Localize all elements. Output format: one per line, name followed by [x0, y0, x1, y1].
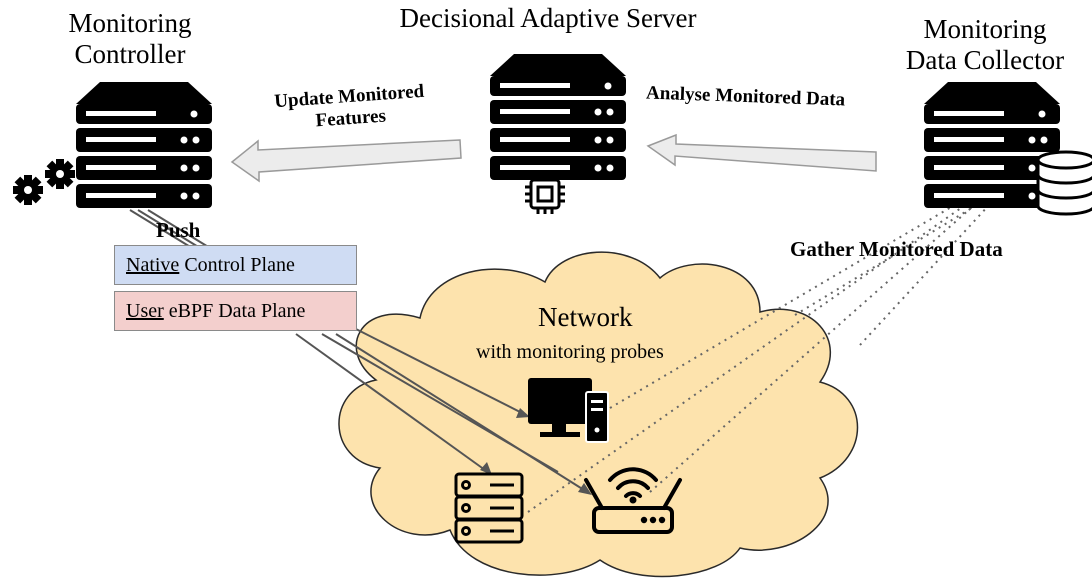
database-icon	[1036, 150, 1092, 216]
user-underlined-word: User	[126, 299, 164, 322]
decisional-server-title: Decisional Adaptive Server	[399, 3, 697, 33]
analyse-data-arrow	[646, 133, 877, 172]
cpu-chip-icon	[525, 174, 565, 214]
gather-data-label: Gather Monitored Data	[790, 237, 1003, 261]
native-control-plane: Native Control Plane	[114, 245, 357, 285]
data-collector-title: Monitoring Data Collector	[880, 14, 1090, 76]
small-gear-icon	[45, 159, 75, 189]
server-tower-icon	[454, 472, 524, 544]
monitoring-controller-title: Monitoring Controller	[40, 8, 220, 70]
push-label: Push	[156, 218, 201, 242]
update-features-arrow	[230, 139, 462, 183]
network-subtitle: with monitoring probes	[476, 341, 664, 363]
data-collector-line2: Data Collector	[905, 45, 1065, 76]
gather-links	[527, 195, 991, 513]
user-ebpf-data-plane: User eBPF Data Plane	[114, 291, 357, 331]
monitoring-controller-line1: Monitoring	[68, 8, 192, 38]
data-collector-line1: Monitoring	[923, 14, 1047, 44]
wifi-router-icon	[584, 467, 682, 534]
push-links	[129, 209, 585, 491]
native-plane-rest: Control Plane	[179, 253, 295, 276]
user-plane-rest: eBPF Data Plane	[163, 299, 306, 322]
native-underlined-word: Native	[126, 253, 180, 276]
push-arrowheads	[480, 408, 592, 495]
desktop-computer-icon	[528, 378, 609, 443]
gears-icon	[13, 175, 43, 205]
monitoring-controller-line2: Controller	[74, 39, 186, 70]
decisional-server-icon	[490, 54, 626, 180]
controller-server-icon	[76, 82, 212, 208]
network-title: Network	[538, 302, 633, 332]
